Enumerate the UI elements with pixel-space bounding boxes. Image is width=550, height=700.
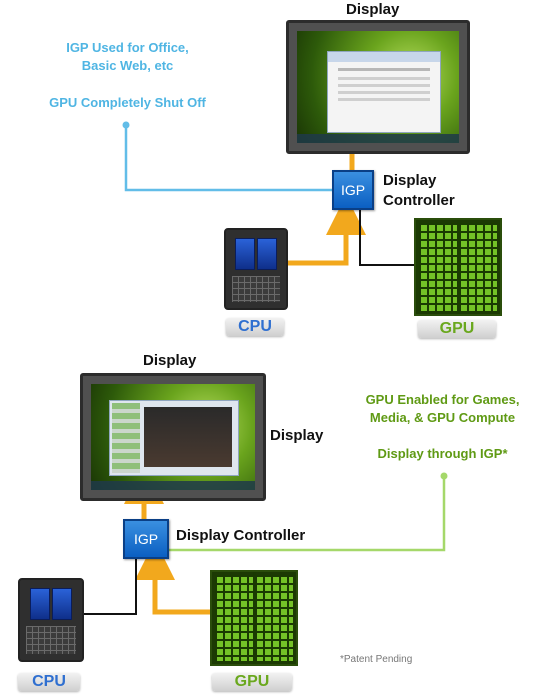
top-note-line1: IGP Used for Office, (66, 40, 189, 55)
bottom-igp-chip: IGP (123, 519, 169, 559)
document-window-image (327, 51, 441, 133)
bottom-gpu-to-igp-arrow (135, 540, 210, 615)
bottom-taskbar (91, 481, 255, 490)
bottom-cpu-chip (18, 578, 84, 662)
media-window-image (109, 400, 239, 476)
bottom-display-title: Display (143, 352, 197, 369)
top-cpu-label: CPU (226, 318, 284, 336)
top-cpu-core-2 (257, 238, 277, 270)
top-note-line2: Basic Web, etc (81, 58, 174, 73)
top-gpu-chip (414, 218, 502, 316)
top-note-line3: GPU Completely Shut Off (49, 95, 206, 110)
top-display-title: Display (346, 1, 400, 18)
bottom-display-side-label: Display (270, 427, 324, 444)
bottom-note-line2: Media, & GPU Compute (369, 410, 516, 425)
top-cpu-core-1 (235, 238, 255, 270)
top-monitor-screen (297, 31, 459, 143)
bottom-gpu-chip (210, 570, 298, 666)
top-blue-dot (122, 121, 130, 129)
top-igp-to-gpu-line (359, 208, 416, 266)
bottom-cpu-core-2 (52, 588, 72, 620)
bottom-cpu-core-1 (30, 588, 50, 620)
bottom-gpu-label: GPU (212, 673, 292, 691)
top-cpu-to-igp-arrow (288, 195, 366, 266)
top-igp-chip: IGP (332, 170, 374, 210)
patent-footnote: *Patent Pending (340, 654, 413, 665)
top-monitor (286, 20, 470, 154)
bottom-note-line1: GPU Enabled for Games, (365, 392, 520, 407)
top-cpu-chip (224, 228, 288, 310)
bottom-green-dot (440, 472, 448, 480)
top-controller-line2: Controller (383, 192, 455, 209)
bottom-monitor (80, 373, 266, 501)
top-gpu-label: GPU (418, 320, 496, 338)
top-controller-line1: Display (383, 172, 437, 189)
bottom-igp-to-cpu-line (84, 557, 137, 615)
bottom-cpu-label: CPU (18, 673, 80, 691)
top-blue-link (124, 125, 332, 192)
bottom-note-line3: Display through IGP* (377, 446, 508, 461)
bottom-green-link (167, 476, 446, 552)
bottom-controller-label: Display Controller (176, 527, 306, 544)
bottom-monitor-screen (91, 384, 255, 490)
top-taskbar (297, 134, 459, 143)
